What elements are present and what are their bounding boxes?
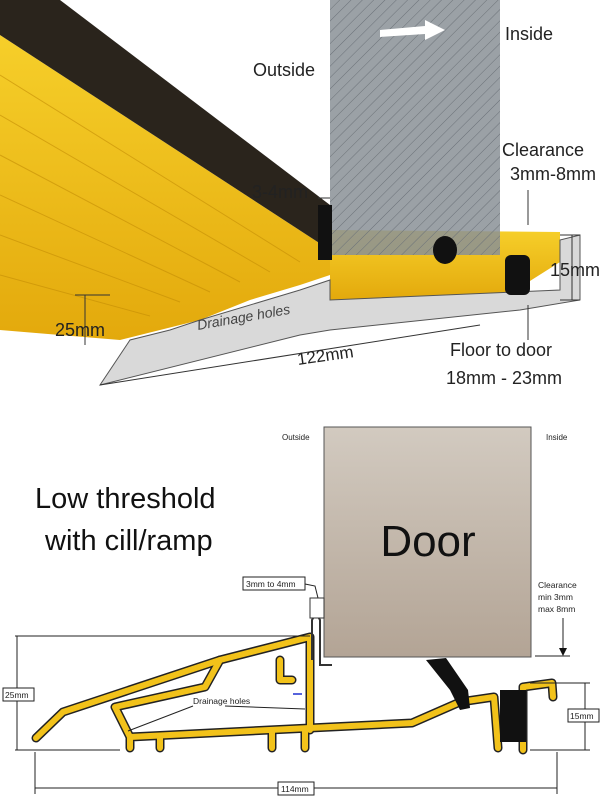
top-inside-label: Inside bbox=[505, 24, 553, 44]
section-width: 114mm bbox=[281, 784, 309, 794]
section-height-right: 15mm bbox=[570, 711, 594, 721]
cross-section-view: Low threshold with cill/ramp Outside Ins… bbox=[2, 426, 600, 796]
black-seal bbox=[505, 255, 530, 295]
threshold-profile bbox=[31, 632, 558, 755]
section-seal-gap: 3mm to 4mm bbox=[246, 579, 296, 589]
door-glass-hatch bbox=[330, 0, 500, 255]
section-title-line2: with cill/ramp bbox=[44, 525, 213, 557]
top-outside-label: Outside bbox=[253, 60, 315, 80]
top-floor-to-door-value: 18mm - 23mm bbox=[446, 368, 562, 388]
direction-arrow bbox=[380, 20, 445, 40]
ramp-surface bbox=[0, 35, 330, 340]
section-clearance-line3: max 8mm bbox=[538, 604, 575, 614]
door-bottom-seal bbox=[426, 658, 470, 710]
dark-seal-strip bbox=[0, 0, 330, 250]
section-drainage-label: Drainage holes bbox=[193, 696, 250, 706]
top-dimension-lines bbox=[75, 190, 580, 386]
height-right-box bbox=[567, 708, 600, 723]
door-label: Door bbox=[380, 517, 475, 566]
seal-gap-block bbox=[309, 597, 325, 619]
section-clearance-line1: Clearance bbox=[538, 580, 577, 590]
top-seal-gap: 3-4mm bbox=[252, 182, 308, 202]
section-clearance-line2: min 3mm bbox=[538, 592, 573, 602]
section-inside-label: Inside bbox=[546, 433, 568, 442]
profile-end bbox=[98, 234, 581, 386]
top-height-right: 15mm bbox=[550, 260, 600, 280]
top-height-left: 25mm bbox=[55, 320, 105, 340]
top-clearance-value: 3mm-8mm bbox=[510, 164, 596, 184]
top-3d-view: Outside Inside Clearance 3mm-8mm 3-4mm 1… bbox=[0, 0, 600, 388]
clearance-arrow-icon bbox=[559, 648, 567, 656]
seal-gap-box bbox=[242, 576, 306, 591]
weather-seal bbox=[318, 205, 332, 260]
gasket-block bbox=[500, 690, 526, 742]
door bbox=[323, 426, 532, 658]
height-left-box bbox=[2, 687, 35, 702]
top-clearance-label: Clearance bbox=[502, 140, 584, 160]
top-width: 122mm bbox=[296, 342, 355, 369]
section-title-line1: Low threshold bbox=[35, 483, 216, 515]
width-box bbox=[277, 781, 315, 796]
section-outside-label: Outside bbox=[282, 433, 310, 442]
door-seal bbox=[433, 236, 457, 264]
ramp-ridges bbox=[0, 74, 301, 317]
section-height-left: 25mm bbox=[5, 690, 29, 700]
top-floor-to-door-label: Floor to door bbox=[450, 340, 552, 360]
